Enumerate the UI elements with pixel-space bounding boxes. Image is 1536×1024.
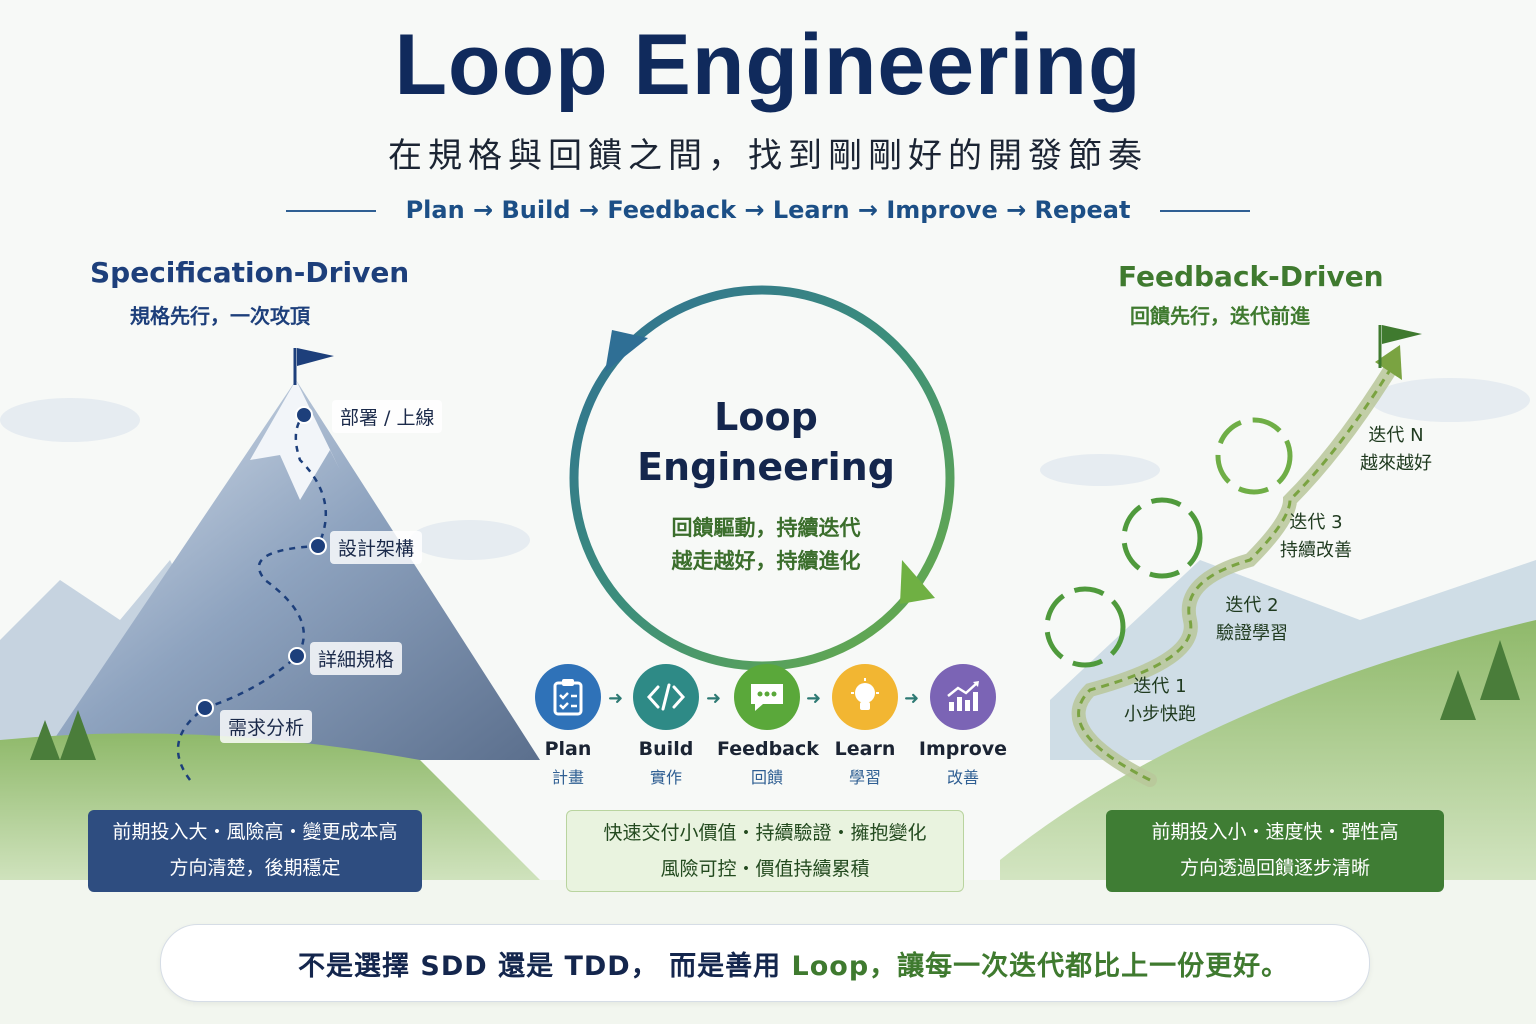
- step-label-zh: 改善: [946, 768, 979, 787]
- loop-title-line1: Loop: [714, 395, 818, 439]
- step-label-zh: 計畫: [551, 768, 584, 787]
- left-summary-box: 前期投入大・風險高・變更成本高 方向清楚，後期穩定: [88, 810, 422, 892]
- step-learn: Learn 學習: [815, 664, 915, 788]
- loop-arrow-icon: [605, 330, 648, 372]
- loop-arrow-icon: [900, 560, 935, 604]
- loop-title: Loop Engineering: [606, 392, 926, 492]
- iteration-desc: 越來越好: [1360, 453, 1432, 474]
- left-summary-line2: 方向清楚，後期穩定: [169, 857, 341, 879]
- step-plan: Plan 計畫: [518, 664, 618, 788]
- arrow-right-icon: ➜: [806, 688, 822, 709]
- footer-part2: 而是善用: [669, 951, 782, 982]
- flow-line: Plan → Build → Feedback → Learn → Improv…: [0, 196, 1536, 224]
- loop-subtitle-line1: 回饋驅動，持續迭代: [671, 516, 861, 540]
- iteration-1: 迭代 1 小步快跑: [1124, 673, 1196, 729]
- center-summary-line1: 快速交付小價值・持續驗證・擁抱變化: [603, 822, 927, 844]
- goal-flag-icon: [1382, 325, 1422, 344]
- iteration-title: 迭代 2: [1225, 595, 1279, 616]
- milestone-architecture: 設計架構: [330, 531, 423, 564]
- lightbulb-icon: [832, 664, 898, 730]
- milestone-deploy: 部署 / 上線: [332, 400, 443, 433]
- cloud-icon: [0, 378, 1530, 560]
- iteration-desc: 小步快跑: [1124, 704, 1196, 725]
- right-summary-line1: 前期投入小・速度快・彈性高: [1151, 821, 1399, 843]
- step-label-en: Improve: [918, 738, 1008, 760]
- step-label-zh: 實作: [649, 768, 682, 787]
- step-build: Build 實作: [616, 664, 716, 788]
- loop-subtitle: 回饋驅動，持續迭代 越走越好，持續進化: [606, 512, 926, 578]
- loop-subtitle-line2: 越走越好，持續進化: [671, 549, 861, 573]
- iteration-title: 迭代 3: [1289, 512, 1343, 533]
- iteration-desc: 驗證學習: [1216, 623, 1288, 644]
- arrow-right-icon: ➜: [706, 688, 722, 709]
- clipboard-checklist-icon: [535, 664, 601, 730]
- mountain: [40, 380, 540, 760]
- milestone-requirements: 需求分析: [220, 710, 313, 743]
- right-summary-line2: 方向透過回饋逐步清晰: [1179, 857, 1370, 879]
- divider: [1160, 210, 1251, 212]
- milestone-spec: 詳細規格: [310, 642, 403, 675]
- iteration-n: 迭代 N 越來越好: [1360, 422, 1432, 478]
- step-label-en: Feedback: [717, 738, 819, 760]
- divider: [285, 210, 376, 212]
- iteration-desc: 持續改善: [1280, 540, 1352, 561]
- right-subtitle: 回饋先行，迭代前進: [1130, 304, 1310, 328]
- step-label-zh: 學習: [848, 768, 881, 787]
- code-brackets-icon: [633, 664, 699, 730]
- center-summary-line2: 風險可控・價值持續累積: [660, 858, 870, 880]
- footer-part3: Loop，讓每一次迭代都比上一份更好。: [791, 951, 1290, 982]
- footer-message: 不是選擇 SDD 還是 TDD， 而是善用 Loop，讓每一次迭代都比上一份更好…: [298, 944, 1289, 983]
- center-summary-box: 快速交付小價值・持續驗證・擁抱變化 風險可控・價值持續累積: [566, 810, 964, 892]
- right-title: Feedback-Driven: [1118, 260, 1384, 293]
- summit-flag-icon: [297, 348, 334, 366]
- footer-banner: [160, 924, 1370, 1002]
- page-title: Loop Engineering: [394, 17, 1142, 113]
- bar-chart-growth-icon: [930, 664, 996, 730]
- step-improve: Improve 改善: [913, 664, 1013, 788]
- iteration-title: 迭代 N: [1368, 425, 1424, 446]
- step-label-en: Learn: [834, 738, 896, 760]
- chat-bubble-icon: [734, 664, 800, 730]
- arrow-right-icon: ➜: [904, 688, 920, 709]
- iteration-title: 迭代 1: [1133, 676, 1187, 697]
- page-subtitle: 在規格與回饋之間，找到剛剛好的開發節奏: [388, 136, 1148, 176]
- step-feedback: Feedback 回饋: [717, 664, 819, 788]
- footer-part1: 不是選擇 SDD 還是 TDD，: [298, 951, 659, 982]
- iteration-3: 迭代 3 持續改善: [1280, 509, 1352, 565]
- step-label-en: Plan: [544, 738, 592, 760]
- left-summary-line1: 前期投入大・風險高・變更成本高: [112, 821, 398, 843]
- loop-title-line2: Engineering: [637, 445, 895, 489]
- step-label-en: Build: [638, 738, 694, 760]
- arrow-right-icon: ➜: [608, 688, 624, 709]
- flow-text: Plan → Build → Feedback → Learn → Improv…: [405, 196, 1131, 224]
- iteration-2: 迭代 2 驗證學習: [1216, 592, 1288, 648]
- step-label-zh: 回饋: [750, 768, 783, 787]
- left-subtitle: 規格先行，一次攻頂: [130, 304, 310, 328]
- left-title: Specification-Driven: [90, 256, 410, 289]
- right-summary-box: 前期投入小・速度快・彈性高 方向透過回饋逐步清晰: [1106, 810, 1444, 892]
